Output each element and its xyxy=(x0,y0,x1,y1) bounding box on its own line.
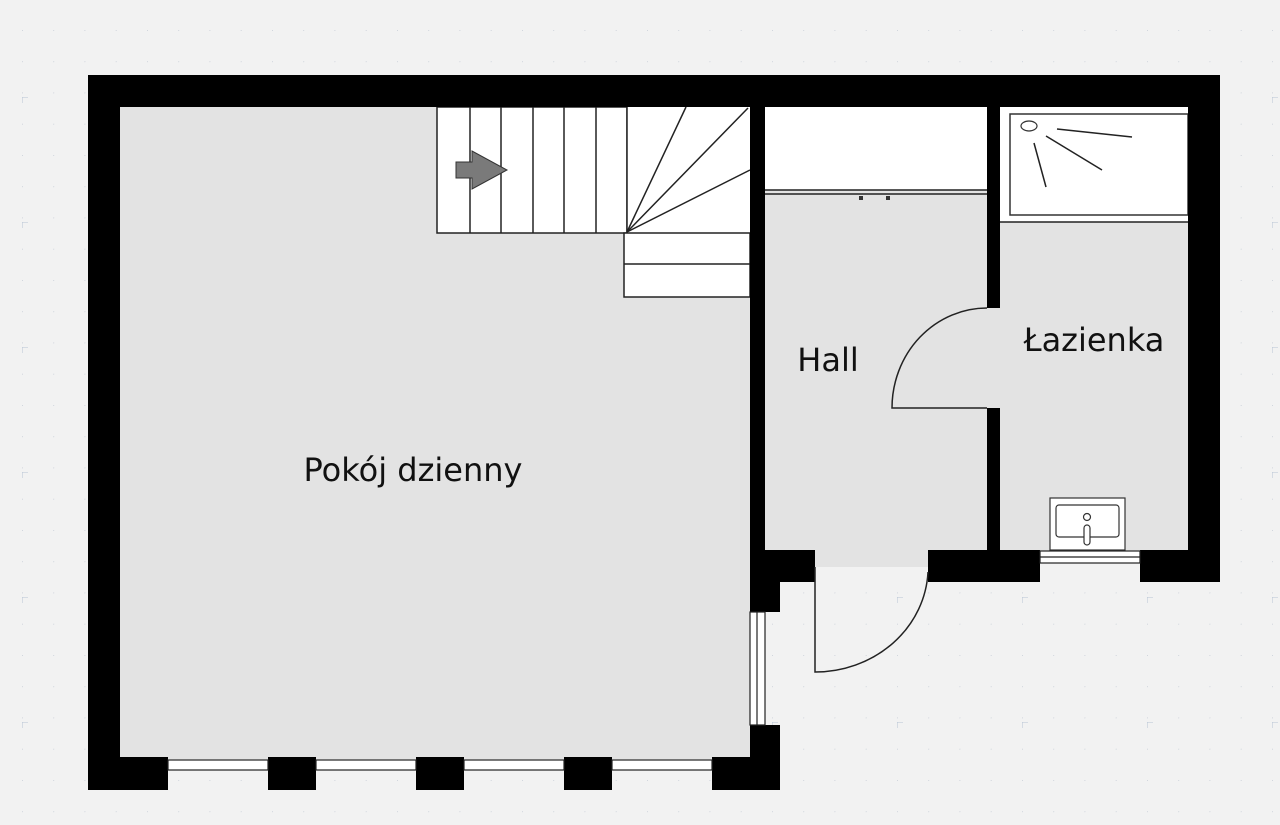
window xyxy=(167,759,269,771)
room-label-living-room: Pokój dzienny xyxy=(304,451,523,489)
window xyxy=(611,759,713,771)
stairs-direction-arrow-icon xyxy=(455,150,509,190)
hall-closet xyxy=(765,107,987,190)
window xyxy=(463,759,565,771)
door-opening-floor xyxy=(880,308,1000,408)
shower xyxy=(1000,107,1189,223)
shower-head-icon xyxy=(1020,120,1038,132)
staircase xyxy=(436,106,751,298)
walls xyxy=(88,75,1220,790)
window xyxy=(315,759,417,771)
windows xyxy=(167,550,1141,771)
bathroom-door[interactable] xyxy=(891,307,988,409)
room-label-bathroom: Łazienka xyxy=(1023,321,1165,359)
room-label-hall: Hall xyxy=(797,341,858,379)
sink xyxy=(1049,497,1126,551)
entrance-door[interactable] xyxy=(814,567,929,673)
